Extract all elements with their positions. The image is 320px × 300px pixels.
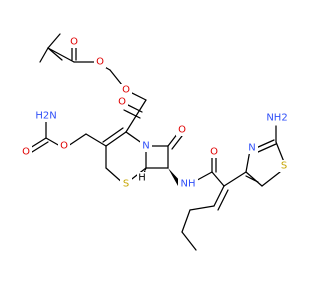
atom-o-ester-upper: O [122,85,130,96]
atom-n-carbamate: H2N [35,111,56,122]
atom-o-pivaloyl-carbonyl: O [70,37,78,48]
bond-ester-co-b [123,109,141,119]
bond-chain-2 [181,209,191,233]
bond-carbamate-co-b [31,141,49,153]
bond-c3-ch2 [85,133,107,147]
atom-o-beta-lactam: O [178,125,186,136]
atom-o-carbamate-carbonyl: O [22,147,30,158]
bond-tbu-to-carbonyl [47,47,75,63]
atom-n-thiazole: N [248,143,255,154]
atom-n-amino: NH2 [266,113,287,124]
atom-o-carbamate-ether: O [60,141,68,152]
bond-ring-c2-c3-b [102,127,124,143]
bond-ring-c2-c3-a [105,131,127,147]
bond-tbu-methyl-2 [39,47,49,63]
bond-ester-c-ring [125,99,147,133]
bond-thz-c5-c4-b [245,175,259,183]
bond-thz-c5-c4-a [245,171,263,187]
bond-ch2-o-carbamate [67,133,87,147]
bond-alkene-thiazole [223,171,247,187]
bond-alkene-double-a [213,185,225,207]
atom-labels: O O O O O O O O H2N N NH N NH2 H S [20,36,290,190]
bond-tbu-methyl-1 [47,33,61,49]
bond-lactam-co-b [171,135,183,150]
molecule-structure: O O O O O O O O H2N N NH N NH2 H S [20,33,290,251]
bond-thz-c2-s1 [275,141,285,163]
atom-o-amide-carbonyl: O [210,147,218,158]
bond-amide-c-alkene [211,171,225,187]
bond-tbu-methyl-3 [47,47,63,61]
atom-o-ester-carbonyl: O [118,97,126,108]
atom-n-amide: NH [181,179,196,190]
atom-s-dihydrothiazine: S [123,179,129,190]
atom-o-pivaloyl-ester: O [96,57,104,68]
bond-o-carbamate-c [45,137,61,147]
bond-chain-3 [181,231,197,251]
bond-alkene-double-b [217,189,229,211]
atom-n-beta-lactam: N [142,141,149,152]
bond-thz-n3-c2-a [255,139,275,149]
bonds [29,33,285,251]
bond-thz-n3-c2-b [257,143,277,153]
bond-thz-s1-c5 [261,171,281,187]
atom-s-thiazole: S [281,161,287,172]
bond-carbamate-co-a [29,137,47,149]
bond-chain-1 [189,205,215,211]
atom-h-ring-fusion: H [138,173,146,184]
